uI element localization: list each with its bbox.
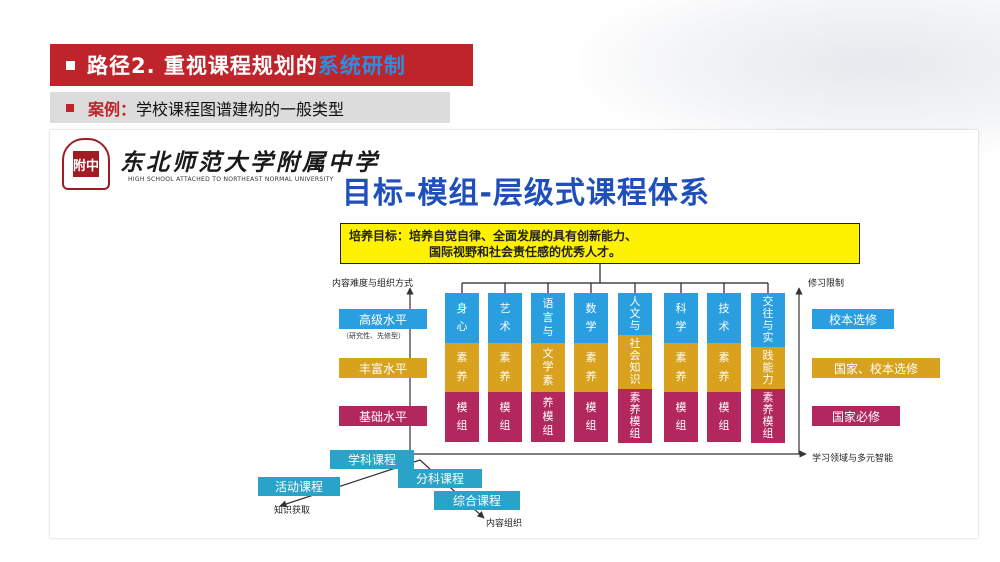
content-organization-label: 内容组织: [486, 519, 523, 529]
knowledge-acquisition-label: 知识获取: [274, 506, 311, 516]
goal-box: 培养目标：培养自觉自律、全面发展的具有创新能力、 国际视野和社会责任感的优秀人才…: [340, 223, 860, 264]
school-name: 东北师范大学附属中学: [120, 149, 380, 176]
school-name-english: HIGH SCHOOL ATTACHED TO NORTHEAST NORMAL…: [128, 176, 334, 183]
left-axis-label: 内容难度与组织方式: [332, 279, 414, 289]
case-text: 学校课程图谱建构的一般类型: [136, 99, 345, 119]
module-column-practice: 交往与实 践能力 素养模组: [751, 293, 785, 443]
module-column-body-mind: 身心 素养 模组: [445, 293, 479, 443]
module-column-humanities: 人文与 社会知识 素养模组: [618, 293, 652, 443]
module-column-art: 艺术 素养 模组: [488, 293, 522, 443]
case-subtitle-bar: 案例： 学校课程图谱建构的一般类型: [50, 92, 450, 123]
course-divided: 分科课程: [398, 469, 482, 488]
case-label: 案例：: [88, 99, 137, 119]
left-level-basic: 基础水平: [339, 406, 427, 426]
goal-line-1: 培养目标：培养自觉自律、全面发展的具有创新能力、: [349, 228, 638, 243]
slide-title-bar: 路径2. 重视课程规划的系统研制: [50, 44, 473, 86]
goal-line-2: 国际视野和社会责任感的优秀人才。: [429, 244, 622, 259]
course-activity: 活动课程: [258, 477, 340, 496]
right-level-national-school-elective: 国家、校本选修: [812, 358, 940, 378]
slide-title-highlight: 系统研制: [317, 54, 406, 78]
left-level-rich: 丰富水平: [339, 358, 427, 378]
right-level-school-elective: 校本选修: [812, 309, 894, 329]
left-level-advanced: 高级水平: [339, 309, 427, 329]
left-level-note: （研究性、先修型）: [342, 332, 405, 340]
module-column-science: 科学 素养 模组: [664, 293, 698, 443]
school-logo: 附中: [62, 138, 110, 190]
title-bullet: [66, 60, 75, 70]
right-axis-label: 修习限制: [808, 279, 845, 289]
x-axis-label: 学习领域与多元智能: [812, 454, 894, 464]
slide-title: 路径2. 重视课程规划的系统研制: [87, 54, 406, 78]
module-column-language: 语言与 文学素 养模组: [531, 293, 565, 443]
course-subject: 学科课程: [330, 450, 414, 469]
course-integrated: 综合课程: [434, 491, 520, 510]
module-column-math: 数学 素养 模组: [574, 293, 608, 443]
diagram-title: 目标-模组-层级式课程体系: [342, 176, 710, 211]
module-column-technology: 技术 素养 模组: [707, 293, 741, 443]
case-bullet: [66, 103, 74, 112]
right-level-national-required: 国家必修: [812, 406, 900, 426]
